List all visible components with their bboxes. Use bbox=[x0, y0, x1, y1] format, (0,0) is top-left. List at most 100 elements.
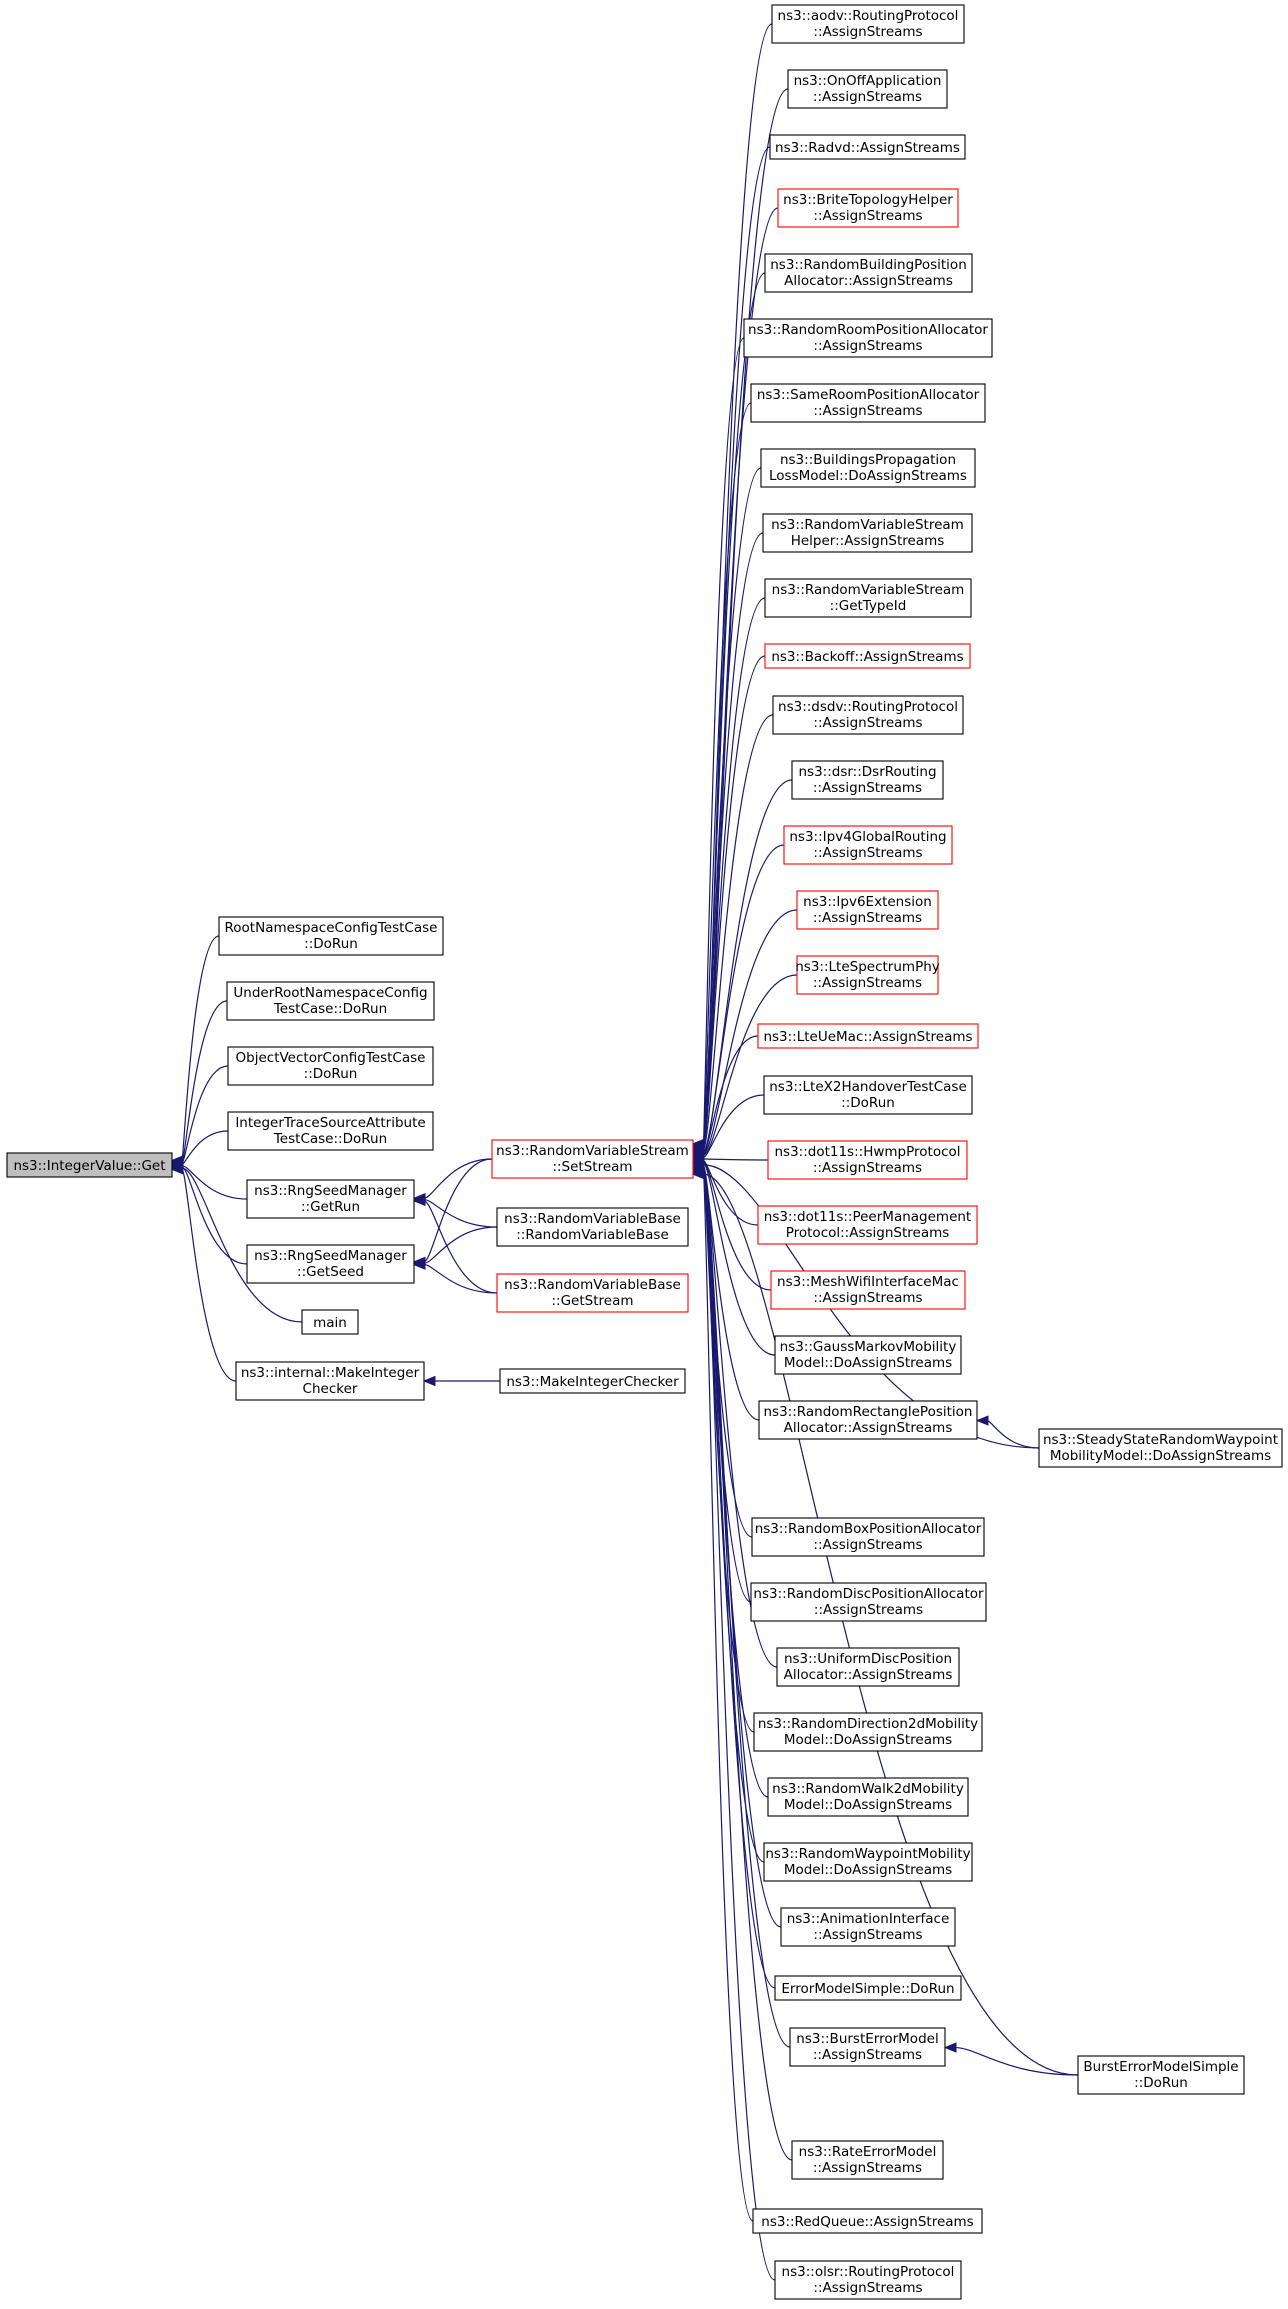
node-label-line: ns3::RandomDiscPositionAllocator bbox=[753, 1586, 984, 1602]
node-redqueue[interactable]: ns3::RedQueue::AssignStreams bbox=[752, 2208, 983, 2234]
node-box bbox=[6, 1152, 173, 1178]
node-label-line: ::DoRun bbox=[841, 1095, 895, 1111]
node-dsr[interactable]: ns3::dsr::DsrRouting::AssignStreams bbox=[791, 760, 944, 800]
node-label-line: UnderRootNamespaceConfig bbox=[233, 985, 427, 1001]
node-label-line: ::GetTypeId bbox=[830, 598, 907, 614]
node-label-line: ns3::RandomBoxPositionAllocator bbox=[755, 1521, 982, 1537]
edge-rvsgt-to-setstream bbox=[702, 597, 766, 1149]
node-rrectpa[interactable]: ns3::RandomRectanglePositionAllocator::A… bbox=[758, 1400, 978, 1440]
node-makeintchk[interactable]: ns3::internal::MakeIntegerChecker bbox=[235, 1361, 425, 1401]
node-ipv4gr[interactable]: ns3::Ipv4GlobalRouting::AssignStreams bbox=[783, 825, 953, 865]
node-dsdv[interactable]: ns3::dsdv::RoutingProtocol::AssignStream… bbox=[772, 695, 964, 735]
node-objvec[interactable]: ObjectVectorConfigTestCase::DoRun bbox=[227, 1046, 434, 1086]
node-meshwifi[interactable]: ns3::MeshWifiInterfaceMac::AssignStreams bbox=[770, 1270, 966, 1310]
node-box bbox=[772, 695, 964, 735]
node-label-line: ns3::LteSpectrumPhy bbox=[795, 959, 940, 975]
node-hwmp[interactable]: ns3::dot11s::HwmpProtocol::AssignStreams bbox=[767, 1140, 968, 1180]
edge-setstream-to-getrun bbox=[423, 1158, 493, 1199]
node-setstream[interactable]: ns3::RandomVariableStream::SetStream bbox=[491, 1139, 694, 1179]
node-box bbox=[218, 916, 444, 956]
node-rvsgt[interactable]: ns3::RandomVariableStream::GetTypeId bbox=[764, 578, 972, 618]
node-anim[interactable]: ns3::AnimationInterface::AssignStreams bbox=[780, 1907, 956, 1947]
node-brite[interactable]: ns3::BriteTopologyHelper::AssignStreams bbox=[777, 188, 959, 228]
node-label-line: Allocator::AssignStreams bbox=[784, 1667, 953, 1683]
node-olsr[interactable]: ns3::olsr::RoutingProtocol::AssignStream… bbox=[774, 2260, 962, 2300]
node-burstsimple[interactable]: BurstErrorModelSimple::DoRun bbox=[1077, 2055, 1245, 2095]
node-label-line: ::AssignStreams bbox=[813, 975, 922, 991]
node-label-line: ns3::dot11s::PeerManagement bbox=[764, 1209, 971, 1225]
edge-ipv6ext-to-setstream bbox=[702, 909, 798, 1155]
node-box bbox=[764, 253, 973, 293]
node-label-line: ns3::aodv::RoutingProtocol bbox=[778, 8, 959, 24]
node-rboxpa[interactable]: ns3::RandomBoxPositionAllocator::AssignS… bbox=[751, 1517, 985, 1557]
node-label-line: ::DoRun bbox=[304, 1066, 358, 1082]
node-rrpa[interactable]: ns3::RandomRoomPositionAllocator::Assign… bbox=[743, 318, 993, 358]
edge-srpa-to-setstream bbox=[702, 402, 752, 1145]
node-aodv[interactable]: ns3::aodv::RoutingProtocol::AssignStream… bbox=[771, 4, 965, 44]
node-rdiscpa[interactable]: ns3::RandomDiscPositionAllocator::Assign… bbox=[750, 1582, 987, 1622]
edge-makeintchk-to-root bbox=[181, 1168, 237, 1382]
edge-backoff-to-setstream bbox=[702, 655, 766, 1150]
node-rwaypoint[interactable]: ns3::RandomWaypointMobilityModel::DoAssi… bbox=[763, 1842, 973, 1882]
node-label-line: ns3::SteadyStateRandomWaypoint bbox=[1043, 1432, 1278, 1448]
node-box bbox=[758, 1400, 978, 1440]
node-rvbase[interactable]: ns3::RandomVariableBase::RandomVariableB… bbox=[496, 1207, 689, 1247]
node-label-line: ::AssignStreams bbox=[813, 2280, 922, 2296]
node-lteue[interactable]: ns3::LteUeMac::AssignStreams bbox=[757, 1023, 979, 1049]
node-label-line: ns3::LteX2HandoverTestCase bbox=[769, 1079, 967, 1095]
node-ipv6ext[interactable]: ns3::Ipv6Extension::AssignStreams bbox=[796, 890, 939, 930]
node-peermgmt[interactable]: ns3::dot11s::PeerManagementProtocol::Ass… bbox=[757, 1205, 978, 1245]
node-rateerr[interactable]: ns3::RateErrorModel::AssignStreams bbox=[791, 2140, 944, 2180]
node-rwalk2d[interactable]: ns3::RandomWalk2dMobilityModel::DoAssign… bbox=[767, 1777, 969, 1817]
node-root[interactable]: ns3::IntegerValue::Get bbox=[6, 1152, 173, 1178]
node-box bbox=[771, 4, 965, 44]
node-bplm[interactable]: ns3::BuildingsPropagationLossModel::DoAs… bbox=[760, 448, 976, 488]
node-getrun[interactable]: ns3::RngSeedManager::GetRun bbox=[246, 1179, 415, 1219]
node-label-line: ::AssignStreams bbox=[813, 338, 922, 354]
node-gaussmarkov[interactable]: ns3::GaussMarkovMobilityModel::DoAssignS… bbox=[774, 1335, 962, 1375]
node-label-line: ns3::dsdv::RoutingProtocol bbox=[778, 699, 958, 715]
node-srpa[interactable]: ns3::SameRoomPositionAllocator::AssignSt… bbox=[750, 383, 986, 423]
node-box bbox=[774, 1335, 962, 1375]
edge-rvbase-to-getseed bbox=[423, 1226, 498, 1264]
node-main[interactable]: main bbox=[301, 1309, 359, 1335]
node-inttrace[interactable]: IntegerTraceSourceAttributeTestCase::DoR… bbox=[227, 1111, 434, 1151]
node-rvsh[interactable]: ns3::RandomVariableStreamHelper::AssignS… bbox=[762, 513, 973, 553]
node-radvd[interactable]: ns3::Radvd::AssignStreams bbox=[769, 134, 966, 160]
node-getseed[interactable]: ns3::RngSeedManager::GetSeed bbox=[246, 1244, 415, 1284]
node-rbpa[interactable]: ns3::RandomBuildingPositionAllocator::As… bbox=[764, 253, 973, 293]
node-backoff[interactable]: ns3::Backoff::AssignStreams bbox=[764, 643, 971, 669]
edge-main-to-root bbox=[181, 1167, 303, 1323]
node-ltespec[interactable]: ns3::LteSpectrumPhy::AssignStreams bbox=[795, 955, 940, 995]
edge-lteue-to-setstream bbox=[702, 1035, 759, 1158]
node-udiscpa[interactable]: ns3::UniformDiscPositionAllocator::Assig… bbox=[776, 1647, 960, 1687]
node-label-line: ns3::RngSeedManager bbox=[254, 1183, 407, 1199]
node-rvgetstream[interactable]: ns3::RandomVariableBase::GetStream bbox=[496, 1273, 689, 1313]
node-box bbox=[1038, 1428, 1283, 1468]
node-rootns[interactable]: RootNamespaceConfigTestCase::DoRun bbox=[218, 916, 444, 956]
node-box bbox=[227, 1046, 434, 1086]
node-bursterr[interactable]: ns3::BurstErrorModel::AssignStreams bbox=[789, 2027, 946, 2067]
node-onoff[interactable]: ns3::OnOffApplication::AssignStreams bbox=[787, 69, 948, 109]
node-ssrwp[interactable]: ns3::SteadyStateRandomWaypointMobilityMo… bbox=[1038, 1428, 1283, 1468]
node-label-line: Allocator::AssignStreams bbox=[784, 273, 953, 289]
node-label-line: TestCase::DoRun bbox=[273, 1131, 387, 1147]
node-label-line: ns3::RandomRoomPositionAllocator bbox=[748, 322, 988, 338]
node-makeintchecker[interactable]: ns3::MakeIntegerChecker bbox=[499, 1368, 686, 1394]
node-box bbox=[301, 1309, 359, 1335]
node-box bbox=[750, 383, 986, 423]
node-label-line: ::SetStream bbox=[552, 1159, 632, 1175]
node-box bbox=[235, 1361, 425, 1401]
edge-hwmp-to-setstream bbox=[702, 1158, 769, 1161]
node-label-line: ns3::BurstErrorModel bbox=[796, 2031, 938, 2047]
node-label: ErrorModelSimple::DoRun bbox=[781, 1981, 954, 1997]
node-rdir2d[interactable]: ns3::RandomDirection2dMobilityModel::DoA… bbox=[753, 1712, 983, 1752]
node-label-line: ::AssignStreams bbox=[813, 2160, 922, 2176]
node-errsimple[interactable]: ErrorModelSimple::DoRun bbox=[774, 1975, 962, 2001]
node-box bbox=[743, 318, 993, 358]
node-label: ns3::LteUeMac::AssignStreams bbox=[763, 1029, 972, 1045]
node-label: ns3::Backoff::AssignStreams bbox=[771, 649, 963, 665]
node-ltex2[interactable]: ns3::LteX2HandoverTestCase::DoRun bbox=[763, 1075, 973, 1115]
node-box bbox=[774, 1975, 962, 2001]
